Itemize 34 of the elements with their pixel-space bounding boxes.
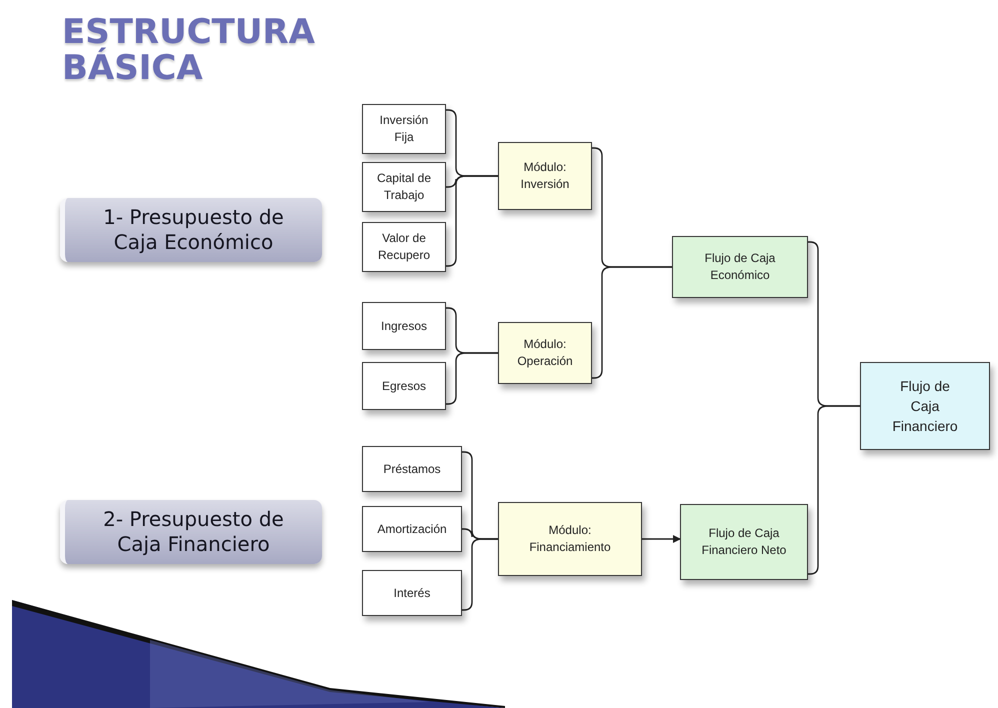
box-label: Préstamos bbox=[383, 460, 441, 478]
module-box bbox=[498, 502, 642, 576]
box-label: Valor de Recupero bbox=[376, 230, 432, 264]
result-box bbox=[860, 362, 990, 450]
box-label: Amortización bbox=[377, 520, 447, 538]
box-label: Flujo de Caja Financiero Neto bbox=[700, 525, 788, 559]
item-box bbox=[362, 302, 446, 350]
cash-flow-box bbox=[680, 504, 808, 580]
section-banner bbox=[60, 500, 322, 564]
title: ESTRUCTURA BÁSICA bbox=[62, 14, 316, 86]
item-box bbox=[362, 506, 462, 552]
module-box bbox=[498, 142, 592, 210]
arrow bbox=[642, 535, 681, 543]
box-label: Flujo de Caja Económico bbox=[704, 250, 776, 284]
item-box bbox=[362, 362, 446, 410]
box-label: 2- Presupuesto de Caja Financiero bbox=[102, 507, 285, 557]
box-label: Egresos bbox=[382, 378, 426, 394]
cash-flow-box bbox=[672, 236, 808, 298]
box-label: Módulo: Operación bbox=[516, 336, 574, 370]
box-label: Interés bbox=[394, 584, 430, 602]
item-box bbox=[362, 104, 446, 154]
module-box bbox=[498, 322, 592, 384]
item-box bbox=[362, 446, 462, 492]
item-box bbox=[362, 162, 446, 212]
box-label: 1- Presupuesto de Caja Económico bbox=[102, 205, 285, 255]
item-box bbox=[362, 222, 446, 272]
box-label: Módulo: Inversión bbox=[520, 159, 570, 193]
section-banner bbox=[60, 198, 322, 262]
box-label: Flujo de Caja Financiero bbox=[891, 377, 959, 436]
box-label: Ingresos bbox=[380, 318, 428, 334]
box-label: Módulo: Financiamiento bbox=[528, 522, 612, 556]
box-label: Capital de Trabajo bbox=[376, 170, 432, 204]
item-box bbox=[362, 570, 462, 616]
box-label: Inversión Fija bbox=[378, 112, 430, 146]
